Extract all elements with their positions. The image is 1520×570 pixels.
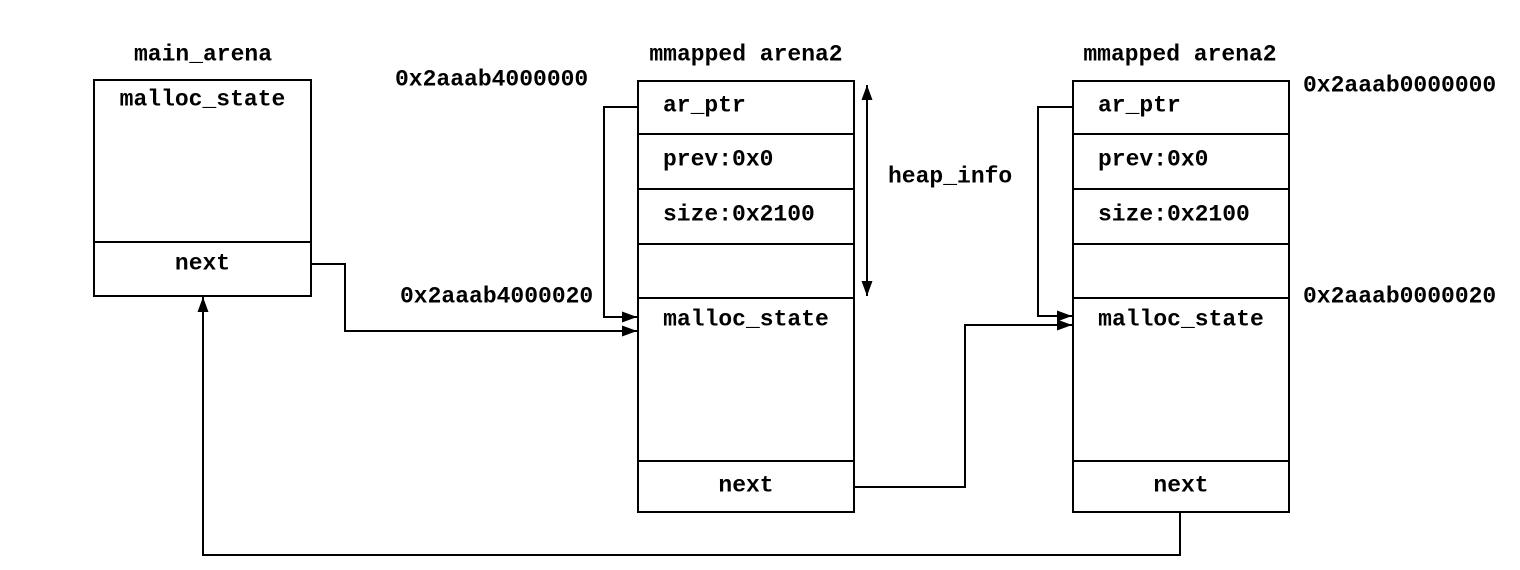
arena-a-base-address-label: 0x2aaab4000000 <box>395 66 589 93</box>
arrow-arena-b-arptr-to-state <box>1037 106 1072 322</box>
arena-a-arptr-field: ar_ptr <box>663 92 746 119</box>
arena-a-title: mmapped arena2 <box>649 41 843 68</box>
arena-a-divider <box>639 133 853 135</box>
main-arena-divider <box>95 241 310 243</box>
arena-b-arptr-field: ar_ptr <box>1098 92 1181 119</box>
arena-a-divider <box>639 297 853 299</box>
arena-a-divider <box>639 188 853 190</box>
arena-a-divider <box>639 243 853 245</box>
arena-a-box: ar_ptr prev:0x0 size:0x2100 malloc_state… <box>637 80 855 513</box>
arena-b-title: mmapped arena2 <box>1083 41 1277 68</box>
arena-b-prev-field: prev:0x0 <box>1098 146 1209 173</box>
arena-a-prev-field: prev:0x0 <box>663 146 774 173</box>
main-arena-malloc-state-label: malloc_state <box>119 86 286 113</box>
arena-a-next-field: next <box>718 472 774 499</box>
main-arena-next-field: next <box>174 250 231 277</box>
arena-a-divider <box>639 460 853 462</box>
main-arena-title: main_arena <box>133 41 273 68</box>
arena-b-size-field: size:0x2100 <box>1098 201 1250 228</box>
arena-b-next-field: next <box>1153 472 1209 499</box>
arrow-arena-a-next-to-arena-b-state <box>855 319 1072 488</box>
arena-b-state-address-label: 0x2aaab0000020 <box>1303 283 1497 310</box>
arena-a-state-address-label: 0x2aaab4000020 <box>400 283 594 310</box>
arena-b-divider <box>1074 297 1288 299</box>
arena-b-divider <box>1074 460 1288 462</box>
arena-b-malloc-state-label: malloc_state <box>1098 306 1264 333</box>
arena-b-divider <box>1074 133 1288 135</box>
arena-a-malloc-state-label: malloc_state <box>663 306 829 333</box>
arena-b-base-address-label: 0x2aaab0000000 <box>1303 72 1497 99</box>
arena-b-divider <box>1074 243 1288 245</box>
heap-info-label: heap_info <box>888 163 1013 190</box>
arena-a-size-field: size:0x2100 <box>663 201 815 228</box>
arena-b-box: ar_ptr prev:0x0 size:0x2100 malloc_state… <box>1072 80 1290 513</box>
arrow-arena-a-arptr-to-state <box>603 106 637 323</box>
main-arena-box: malloc_state next <box>93 79 312 297</box>
arena-b-divider <box>1074 188 1288 190</box>
